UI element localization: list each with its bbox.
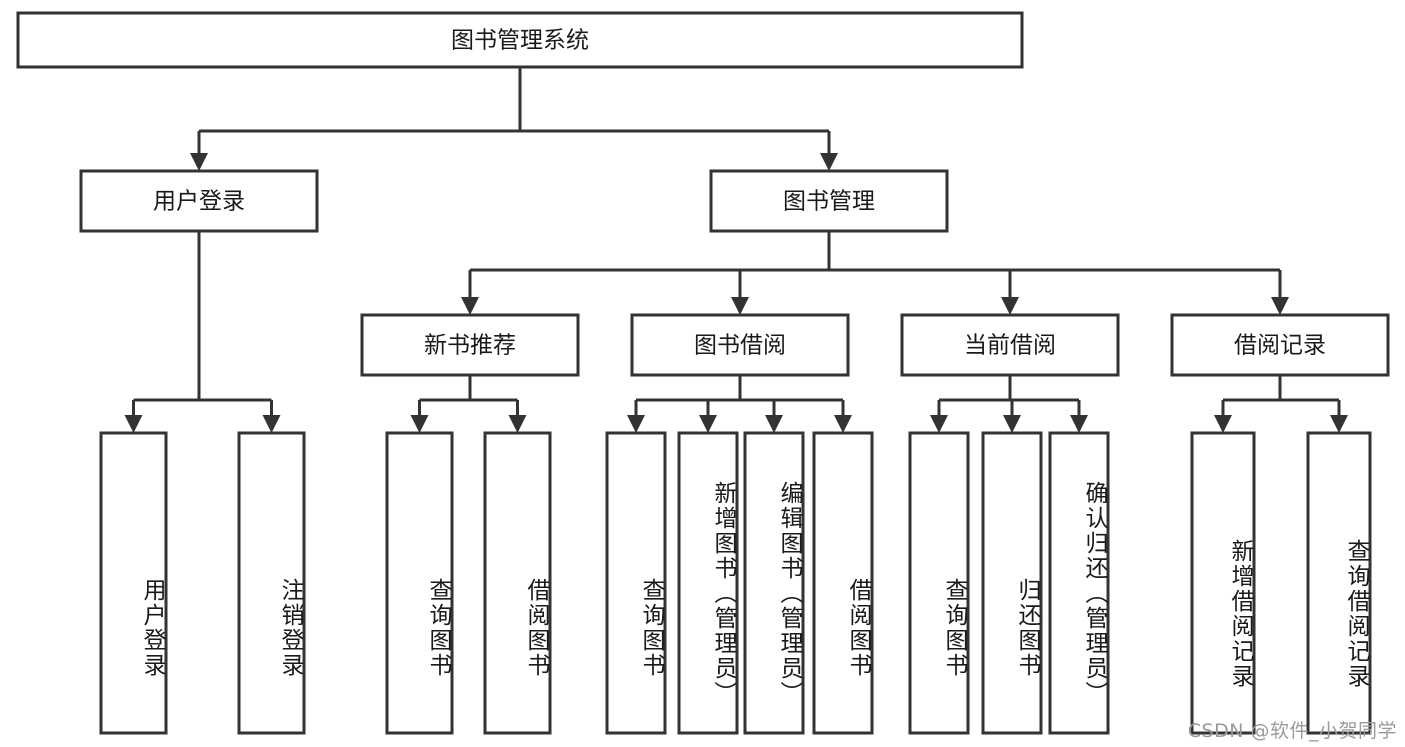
- arrow-head-leaf-borrow-book-2: [834, 415, 852, 433]
- node-box-user-login[interactable]: [79, 169, 319, 233]
- watermark-credit: CSDN @软件_小贺同学: [1187, 720, 1397, 742]
- node-box-leaf-query-book-2[interactable]: [605, 431, 667, 735]
- connector-layer: [124, 67, 1348, 433]
- node-box-book-borrow[interactable]: [630, 313, 850, 377]
- node-box-new-book-rec[interactable]: [360, 313, 580, 377]
- arrow-head-leaf-add-record: [1214, 415, 1232, 433]
- node-box-book-manage[interactable]: [709, 169, 949, 233]
- arrow-head-leaf-add-book: [699, 415, 717, 433]
- node-box-layer: [16, 11, 1390, 735]
- node-label-current-borrow: 当前借阅: [964, 333, 1056, 359]
- node-box-leaf-add-book[interactable]: [677, 431, 739, 735]
- arrow-head-new-book-rec: [461, 297, 479, 315]
- node-label-book-borrow: 图书借阅: [694, 333, 786, 359]
- arrow-head-borrow-record: [1271, 297, 1289, 315]
- arrow-head-leaf-user-logout: [262, 415, 281, 433]
- node-label-book-manage: 图书管理: [783, 189, 875, 215]
- node-label-new-book-rec: 新书推荐: [424, 333, 516, 359]
- node-box-leaf-edit-book[interactable]: [743, 431, 805, 735]
- arrow-head-leaf-query-book-2: [627, 415, 645, 433]
- node-box-root[interactable]: [16, 11, 1024, 69]
- node-box-leaf-add-record[interactable]: [1190, 431, 1256, 735]
- node-box-leaf-borrow-book-1[interactable]: [483, 431, 552, 735]
- arrow-head-leaf-confirm-return: [1070, 415, 1088, 433]
- node-box-leaf-user-logout[interactable]: [237, 431, 306, 735]
- node-label-borrow-record: 借阅记录: [1234, 333, 1326, 359]
- node-box-leaf-return-book[interactable]: [981, 431, 1043, 735]
- node-box-leaf-query-book-3[interactable]: [908, 431, 970, 735]
- node-label-root: 图书管理系统: [451, 28, 589, 54]
- arrow-head-leaf-borrow-book-1: [508, 415, 527, 433]
- node-box-leaf-confirm-return[interactable]: [1048, 431, 1110, 735]
- arrow-head-leaf-query-book-1: [410, 415, 429, 433]
- arrow-head-current-borrow: [1001, 297, 1019, 315]
- arrow-head-leaf-return-book: [1003, 415, 1021, 433]
- arrow-head-leaf-edit-book: [765, 415, 783, 433]
- node-box-leaf-query-record[interactable]: [1306, 431, 1372, 735]
- node-box-borrow-record[interactable]: [1170, 313, 1390, 377]
- node-box-leaf-user-login[interactable]: [99, 431, 168, 735]
- arrow-head-leaf-query-record: [1330, 415, 1348, 433]
- node-box-leaf-query-book-1[interactable]: [385, 431, 454, 735]
- node-box-current-borrow[interactable]: [900, 313, 1120, 377]
- arrow-head-book-manage: [820, 153, 838, 171]
- arrow-head-leaf-user-login: [124, 415, 143, 433]
- node-label-user-login: 用户登录: [153, 189, 245, 215]
- arrow-head-user-login: [190, 153, 208, 171]
- arrow-head-book-borrow: [731, 297, 749, 315]
- arrow-head-leaf-query-book-3: [930, 415, 948, 433]
- node-box-leaf-borrow-book-2[interactable]: [812, 431, 874, 735]
